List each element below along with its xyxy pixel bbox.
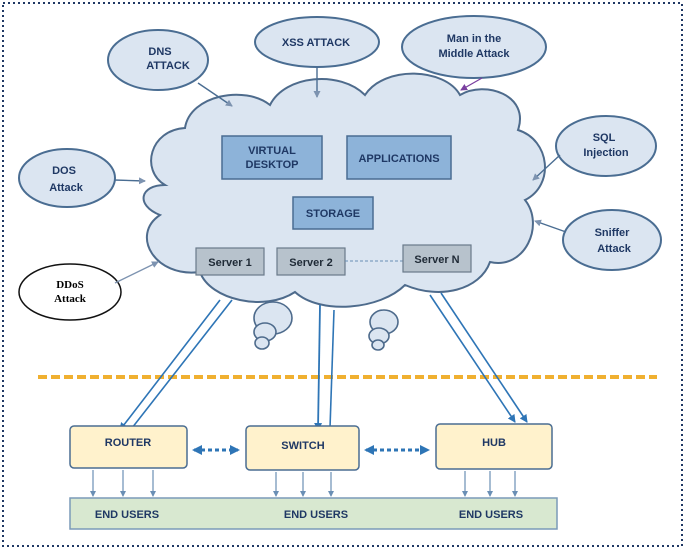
mitm-attack-arrow xyxy=(460,77,483,91)
cloud-bubble xyxy=(371,339,385,351)
sniffer-attack-arrow xyxy=(534,219,567,233)
router-box: ROUTER xyxy=(69,425,188,469)
xss-attack-node: XSS ATTACK xyxy=(254,16,380,68)
sniffer-attack-label-2: Attack xyxy=(597,243,632,255)
applications-label: APPLICATIONS xyxy=(358,153,439,165)
dos-attack-label-2: Attack xyxy=(49,182,84,194)
dns-attack-label-2: ATTACK xyxy=(146,60,190,72)
server-2-box: Server 2 xyxy=(276,247,346,276)
end-user-arrows xyxy=(90,470,518,497)
dns-attack-arrow xyxy=(197,82,233,107)
dos-attack-node: DOS Attack xyxy=(18,148,116,208)
virtual-desktop-box: VIRTUAL DESKTOP xyxy=(221,135,323,180)
mitm-attack-label-1: Man in the xyxy=(447,33,501,45)
storage-box: STORAGE xyxy=(292,196,374,230)
ddos-attack-label-1: DDoS xyxy=(56,279,84,291)
end-users-label-2: END USERS xyxy=(284,509,348,521)
virtual-desktop-label-2: DESKTOP xyxy=(246,159,299,171)
ddos-attack-label-2: Attack xyxy=(54,293,87,305)
ddos-attack-node: DDoS Attack xyxy=(18,263,122,321)
cloud-bubble xyxy=(254,336,270,350)
dos-attack-label-1: DOS xyxy=(52,165,76,177)
hub-box: HUB xyxy=(435,423,553,470)
virtual-desktop-label-1: VIRTUAL xyxy=(248,145,296,157)
server-1-label: Server 1 xyxy=(208,257,251,269)
end-users-bar: END USERS END USERS END USERS xyxy=(69,497,558,530)
router-label: ROUTER xyxy=(105,437,152,449)
sniffer-attack-label-1: Sniffer xyxy=(595,227,631,239)
applications-box: APPLICATIONS xyxy=(346,135,452,180)
sql-injection-node: SQL Injection xyxy=(555,115,657,177)
server-1-box: Server 1 xyxy=(195,247,265,276)
server-n-box: Server N xyxy=(402,244,472,273)
switch-box: SWITCH xyxy=(245,425,360,471)
end-users-label-3: END USERS xyxy=(459,509,523,521)
sniffer-attack-node: Sniffer Attack xyxy=(562,209,662,271)
server-device-links xyxy=(119,292,528,431)
end-users-label-1: END USERS xyxy=(95,509,159,521)
mitm-attack-label-2: Middle Attack xyxy=(438,48,510,60)
server-n-label: Server N xyxy=(414,254,459,266)
hub-label: HUB xyxy=(482,437,506,449)
sql-injection-label-1: SQL xyxy=(593,132,616,144)
dos-attack-arrow xyxy=(113,177,146,185)
ddos-attack-arrow xyxy=(114,261,159,284)
storage-label: STORAGE xyxy=(306,208,360,220)
sql-attack-arrow xyxy=(532,154,561,181)
server-2-label: Server 2 xyxy=(289,257,332,269)
dns-attack-label-1: DNS xyxy=(148,46,171,58)
mitm-attack-node: Man in the Middle Attack xyxy=(401,15,547,79)
sql-injection-label-2: Injection xyxy=(583,147,629,159)
xss-attack-label: XSS ATTACK xyxy=(282,37,350,49)
dns-attack-node: DNS ATTACK xyxy=(107,29,209,91)
switch-label: SWITCH xyxy=(281,440,324,452)
